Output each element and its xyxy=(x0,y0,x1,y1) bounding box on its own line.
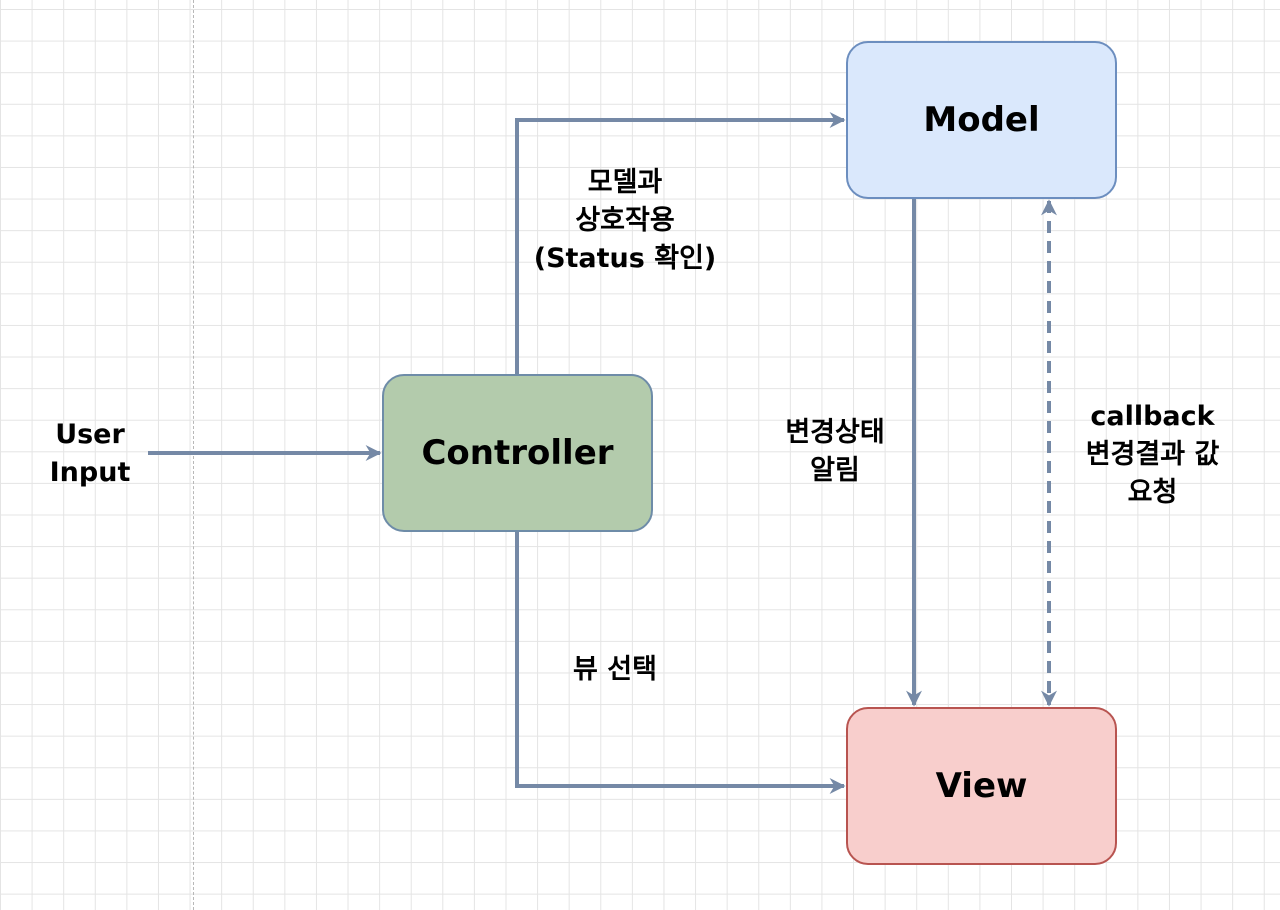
edge-controller-to-model xyxy=(515,112,846,374)
model-interaction-label: 모델과 상호작용 (Status 확인) xyxy=(533,167,717,274)
select-view-label: 뷰 선택 xyxy=(573,654,657,685)
view-node[interactable]: View xyxy=(846,707,1117,865)
view-node-label: View xyxy=(935,766,1028,806)
change-notify-label: 변경상태 알림 xyxy=(785,417,885,486)
user-input-label: User Input xyxy=(49,419,131,488)
callback-request-label: callback 변경결과 값 요청 xyxy=(1085,401,1220,508)
model-node-label: Model xyxy=(923,100,1040,140)
model-node[interactable]: Model xyxy=(846,41,1117,199)
controller-node-label: Controller xyxy=(421,433,614,473)
edge-controller-to-view xyxy=(515,532,846,794)
controller-node[interactable]: Controller xyxy=(382,374,653,532)
